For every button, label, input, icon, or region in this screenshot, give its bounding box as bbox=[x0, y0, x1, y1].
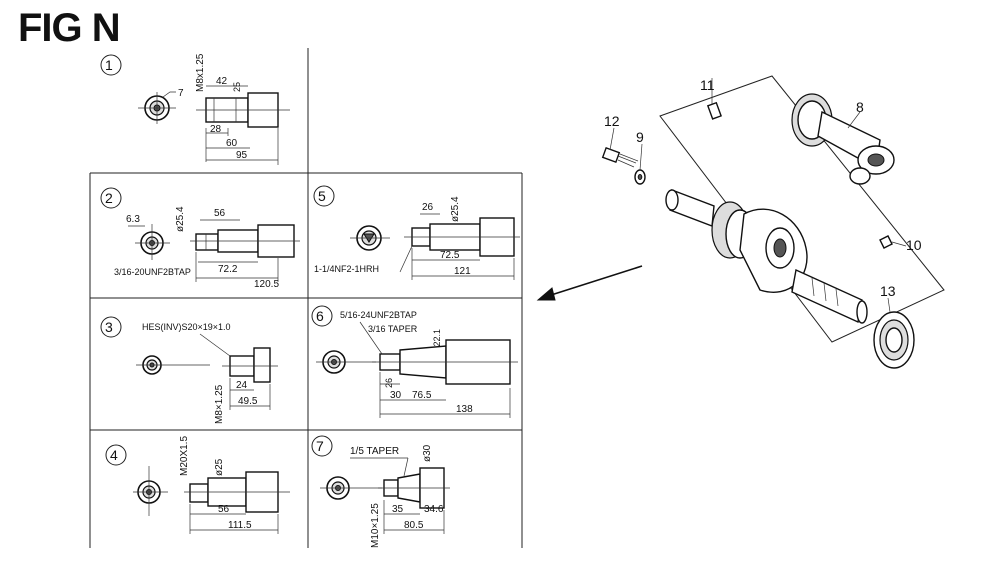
taper-spec-label: 3/16 TAPER bbox=[368, 324, 418, 334]
panel-1: 1 7 M8x1.25 42 25 28 bbox=[100, 53, 290, 165]
seal-spec-label: HES(INV)S20×19×1.0 bbox=[142, 322, 231, 332]
shaft-end-view bbox=[136, 355, 210, 375]
shaft-side-view bbox=[350, 457, 450, 534]
panel-number: 6 bbox=[316, 308, 324, 324]
callout-10: 10 bbox=[906, 237, 922, 253]
shaft-end-view bbox=[138, 91, 176, 124]
panel-number: 1 bbox=[105, 57, 113, 73]
panel-number: 7 bbox=[316, 438, 324, 454]
dim-label: 56 bbox=[218, 504, 230, 515]
dim-label: 24 bbox=[236, 380, 248, 391]
dim-label: 56 bbox=[214, 208, 226, 219]
taper-spec-label: 1/5 TAPER bbox=[350, 446, 399, 457]
diameter-label: ø25 bbox=[214, 458, 225, 476]
panel-5: 5 26 ø25.4 1-1/4NF2-1HRH 72.5 121 bbox=[313, 185, 520, 280]
shaft-side-view bbox=[184, 471, 290, 534]
panel-6: 6 5/16-24UNF2BTAP 3/16 TAPER ø22.1 26 30… bbox=[311, 305, 518, 418]
dim-label: 95 bbox=[236, 150, 248, 161]
dim-label: 28 bbox=[210, 124, 222, 135]
callout-8: 8 bbox=[856, 99, 864, 115]
diameter-label: ø25.4 bbox=[175, 206, 186, 232]
thread-spec-label: M8×1.25 bbox=[214, 384, 225, 424]
panel-number: 4 bbox=[110, 447, 118, 463]
dim-label: 72.2 bbox=[218, 264, 238, 275]
part-12-bolt bbox=[601, 127, 639, 168]
dim-label: 26 bbox=[384, 378, 394, 388]
part-10-key bbox=[879, 235, 907, 249]
panel-2: 2 6.3 ø25.4 56 3/16-20UNF2BTAP 72.2 120.… bbox=[100, 187, 300, 290]
thread-spec-label: M8x1.25 bbox=[195, 53, 206, 92]
dim-label: 80.5 bbox=[404, 520, 424, 531]
dim-label: 6.3 bbox=[126, 214, 140, 225]
shaft-side-view bbox=[196, 85, 290, 165]
dim-label: 34.6 bbox=[424, 504, 444, 515]
dim-label: 7 bbox=[178, 88, 184, 99]
shaft-end-view bbox=[350, 225, 390, 251]
panel-3: 3 HES(INV)S20×19×1.0 M8×1.25 24 49.5 bbox=[100, 316, 278, 424]
dim-label: 35 bbox=[392, 504, 404, 515]
thread-spec-label: 1-1/4NF2-1HRH bbox=[314, 264, 379, 274]
dim-label: 72.5 bbox=[440, 250, 460, 261]
shaft-side-view bbox=[399, 213, 520, 280]
panel-grid bbox=[89, 48, 523, 548]
shaft-end-view bbox=[128, 224, 170, 260]
crankshaft bbox=[665, 189, 868, 324]
dim-label: 138 bbox=[456, 404, 473, 415]
figure-title: FIG N bbox=[18, 6, 121, 50]
dim-label: 30 bbox=[390, 390, 402, 401]
panel-7: 7 1/5 TAPER ø30 M10×1.25 35 34.6 80.5 bbox=[311, 435, 450, 548]
thread-spec-label: M10×1.25 bbox=[370, 503, 381, 548]
panel-number: 2 bbox=[105, 190, 113, 206]
callout-9: 9 bbox=[636, 129, 644, 145]
dim-label: 60 bbox=[226, 138, 238, 149]
diameter-label: ø25.4 bbox=[450, 196, 461, 222]
callout-13: 13 bbox=[880, 283, 896, 299]
crankshaft-assembly: 11 8 12 9 10 13 bbox=[601, 75, 945, 369]
part-13-bearing bbox=[873, 297, 915, 369]
part-8-governor-gear bbox=[791, 93, 895, 185]
panel-number: 3 bbox=[105, 319, 113, 335]
diameter-label: ø30 bbox=[422, 444, 433, 462]
panel-number: 5 bbox=[318, 188, 326, 204]
thread-spec-label: M20X1.5 bbox=[179, 436, 190, 476]
thread-spec-label: 5/16-24UNF2BTAP bbox=[340, 310, 417, 320]
part-11-pin bbox=[706, 78, 722, 120]
pointer-arrow bbox=[536, 265, 643, 301]
diameter-label: ø22.1 bbox=[432, 329, 442, 352]
panel-4: 4 M20X1.5 ø25 56 111.5 bbox=[105, 436, 290, 534]
shaft-end-view bbox=[133, 466, 168, 516]
dim-label: 26 bbox=[422, 202, 434, 213]
part-9-washer bbox=[634, 143, 646, 185]
dim-label: 76.5 bbox=[412, 390, 432, 401]
shaft-end-view bbox=[320, 476, 382, 500]
dim-label: 121 bbox=[454, 266, 471, 277]
dim-label: 42 bbox=[216, 76, 228, 87]
dim-label: 49.5 bbox=[238, 396, 258, 407]
shaft-side-view bbox=[359, 321, 518, 418]
shaft-side-view bbox=[199, 333, 278, 410]
dim-label: 111.5 bbox=[228, 520, 252, 531]
dim-label: 120.5 bbox=[254, 279, 279, 290]
thread-spec-label: 3/16-20UNF2BTAP bbox=[114, 267, 191, 277]
shaft-end-view bbox=[316, 350, 376, 374]
callout-11: 11 bbox=[700, 77, 715, 93]
callout-12: 12 bbox=[604, 113, 620, 129]
shaft-side-view bbox=[190, 219, 300, 282]
dim-label: 25 bbox=[232, 82, 242, 92]
